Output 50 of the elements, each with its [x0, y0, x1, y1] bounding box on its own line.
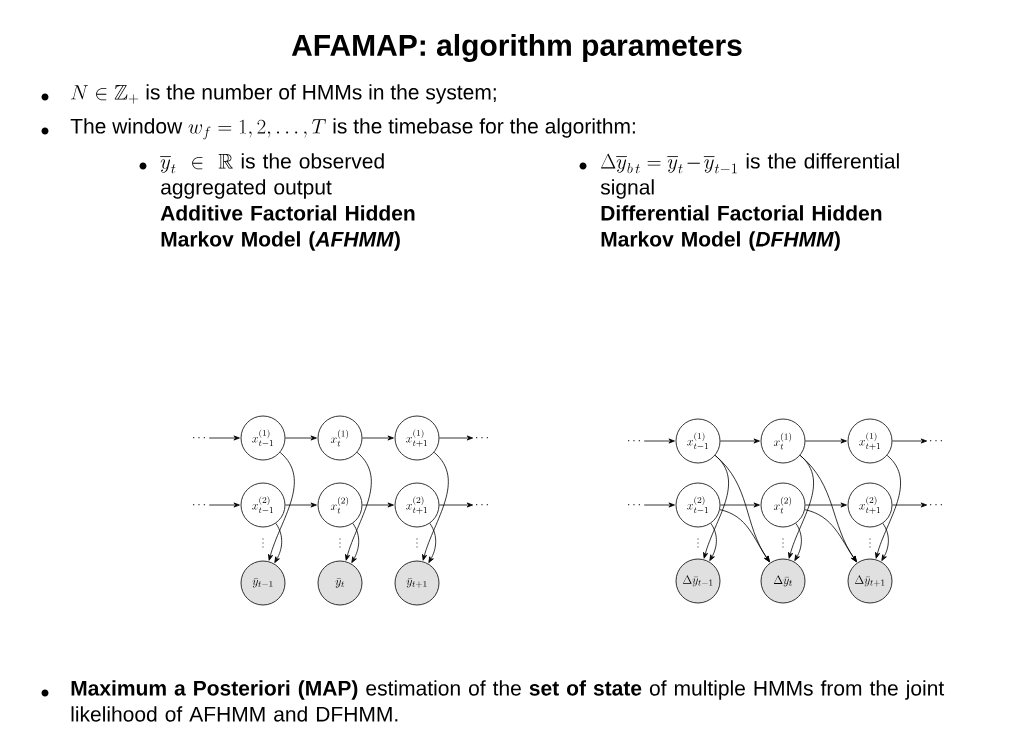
label: $\Delta\overline{y}_{b\,t} = \overline{y}_t - \overline{y}_{t-1}$ — [600, 153, 737, 174]
arrow — [345, 452, 372, 561]
arrow — [720, 438, 760, 444]
vertical-ellipsis: $\vdots$ — [782, 538, 784, 548]
bullet-text: $\overline{y}_t \in \mathbb{R}$ is the observed aggregated output — [160, 153, 384, 199]
ellipsis: $\cdots$ — [476, 437, 488, 439]
arrow — [720, 502, 760, 508]
arrow — [422, 452, 449, 561]
bullet-text: Maximum a Posteriori (MAP) estimation of the set of state of multiple HMMs from the joint likelihood of AFHMM and DFHMM. — [71, 680, 945, 722]
ellipsis: $\cdots$ — [930, 504, 942, 506]
label: is the differential — [746, 153, 899, 169]
bullet-text: $\Delta\overline{y}_{b\,t} = \overline{y}_t - \overline{y}_{t-1}$ is the differential signal — [600, 153, 899, 199]
arrow — [643, 438, 675, 444]
title: AFAMAP: algorithm parameters — [291, 33, 742, 63]
arrow — [892, 438, 928, 444]
arrow — [428, 522, 437, 563]
arrow — [362, 502, 394, 508]
label: signal — [600, 179, 654, 199]
ellipsis: $\cdots$ — [193, 504, 205, 506]
arrow — [285, 435, 317, 441]
arrow — [804, 509, 857, 563]
arrow — [268, 452, 295, 561]
arrow — [208, 435, 240, 441]
arrow — [719, 509, 770, 563]
arrow — [439, 502, 474, 508]
arrow — [362, 435, 394, 441]
arrow — [643, 502, 675, 508]
vertical-ellipsis: $\vdots$ — [869, 538, 871, 548]
bullet-text: The window $w_f = 1, 2, \ldots, T$ is the timebase for the algorithm: — [70, 118, 635, 140]
ellipsis: $\cdots$ — [628, 440, 640, 442]
arrow — [351, 522, 360, 563]
arrow — [881, 522, 889, 561]
ellipsis: $\cdots$ — [930, 440, 942, 442]
arrow — [892, 502, 928, 508]
arrow — [274, 522, 283, 563]
arrow — [805, 502, 847, 508]
arrow — [208, 502, 240, 508]
arrow — [709, 522, 717, 561]
ellipsis: $\cdots$ — [628, 504, 640, 506]
arrow — [794, 522, 802, 561]
arrow — [439, 435, 474, 441]
arrow — [285, 502, 317, 508]
ellipsis: $\cdots$ — [193, 437, 205, 439]
model-name: Additive Factorial Hidden Markov Model (AFHMM) — [160, 205, 415, 251]
vertical-ellipsis: $\vdots$ — [697, 538, 699, 548]
model-name: Differential Factorial Hidden Markov Model (DFHMM) — [601, 205, 882, 251]
arrow — [875, 455, 901, 559]
arrow — [805, 438, 847, 444]
ellipsis: $\cdots$ — [476, 504, 488, 506]
bullet-text: $N \in \mathbb{Z}_+$ is the number of HMMs in the system; — [71, 84, 496, 104]
